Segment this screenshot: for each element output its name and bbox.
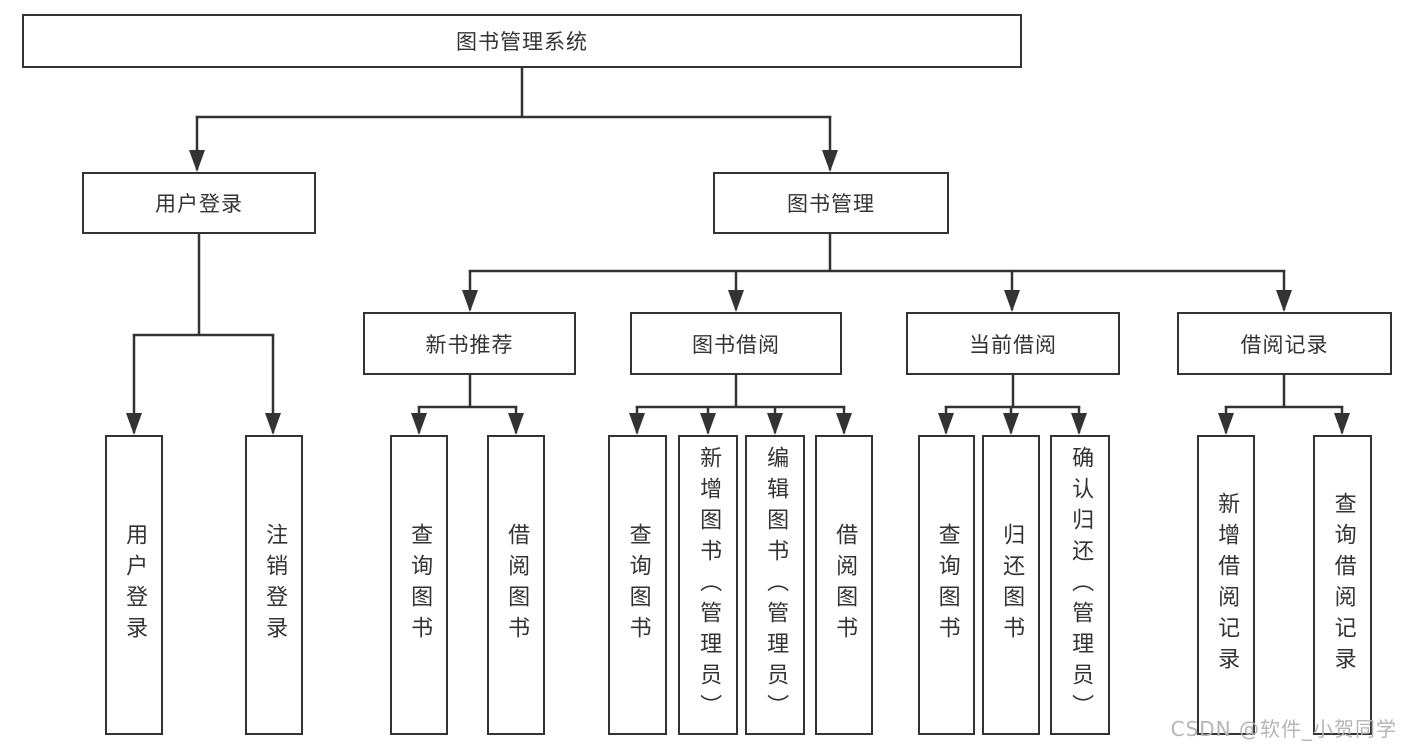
node-label: 图书管理系统 <box>456 30 588 54</box>
leaf-label: 确认归还（管理员） <box>1068 445 1094 725</box>
leaf-records-add-record: 新增借阅记录 <box>1197 435 1255 735</box>
node-label: 当前借阅 <box>969 332 1057 357</box>
leaf-current-query-books: 查询图书 <box>918 435 975 735</box>
leaf-label: 查询图书 <box>625 523 651 647</box>
leaf-label: 借阅图书 <box>832 523 858 647</box>
leaf-records-query-record: 查询借阅记录 <box>1313 435 1372 735</box>
leaf-label: 新增借阅记录 <box>1214 492 1240 678</box>
node-label: 借阅记录 <box>1240 332 1329 357</box>
leaf-borrow-query-books: 查询图书 <box>608 435 667 735</box>
leaf-recommend-query-books: 查询图书 <box>390 435 448 735</box>
watermark: CSDN @软件_小贺同学 <box>1170 717 1397 741</box>
node-borrow-records: 借阅记录 <box>1177 312 1392 375</box>
leaf-label: 编辑图书（管理员） <box>763 445 789 725</box>
node-label: 用户登录 <box>155 192 243 216</box>
leaf-logout: 注销登录 <box>245 435 303 735</box>
leaf-borrow-borrow-books: 借阅图书 <box>815 435 873 735</box>
leaf-label: 用户登录 <box>122 523 148 647</box>
node-library-management-system: 图书管理系统 <box>22 14 1022 68</box>
node-label: 图书借阅 <box>692 332 780 357</box>
node-user-login: 用户登录 <box>82 172 316 234</box>
leaf-borrow-edit-books-admin: 编辑图书（管理员） <box>745 435 805 735</box>
leaf-label: 查询借阅记录 <box>1330 492 1356 678</box>
leaf-label: 查询图书 <box>934 523 960 647</box>
leaf-label: 查询图书 <box>407 523 433 647</box>
node-book-borrow: 图书借阅 <box>630 312 842 375</box>
leaf-label: 新增图书（管理员） <box>696 445 722 725</box>
leaf-label: 借阅图书 <box>504 523 530 647</box>
leaf-user-login: 用户登录 <box>105 435 163 735</box>
node-book-management: 图书管理 <box>713 172 949 234</box>
leaf-label: 注销登录 <box>262 523 288 647</box>
leaf-label: 归还图书 <box>999 523 1025 647</box>
leaf-recommend-borrow-books: 借阅图书 <box>487 435 545 735</box>
leaf-current-return-books: 归还图书 <box>982 435 1040 735</box>
node-label: 新书推荐 <box>425 332 514 357</box>
leaf-current-confirm-return-admin: 确认归还（管理员） <box>1050 435 1110 735</box>
node-label: 图书管理 <box>787 192 875 216</box>
leaf-borrow-add-books-admin: 新增图书（管理员） <box>678 435 738 735</box>
node-new-book-recommend: 新书推荐 <box>363 312 576 375</box>
node-current-borrow: 当前借阅 <box>906 312 1120 375</box>
